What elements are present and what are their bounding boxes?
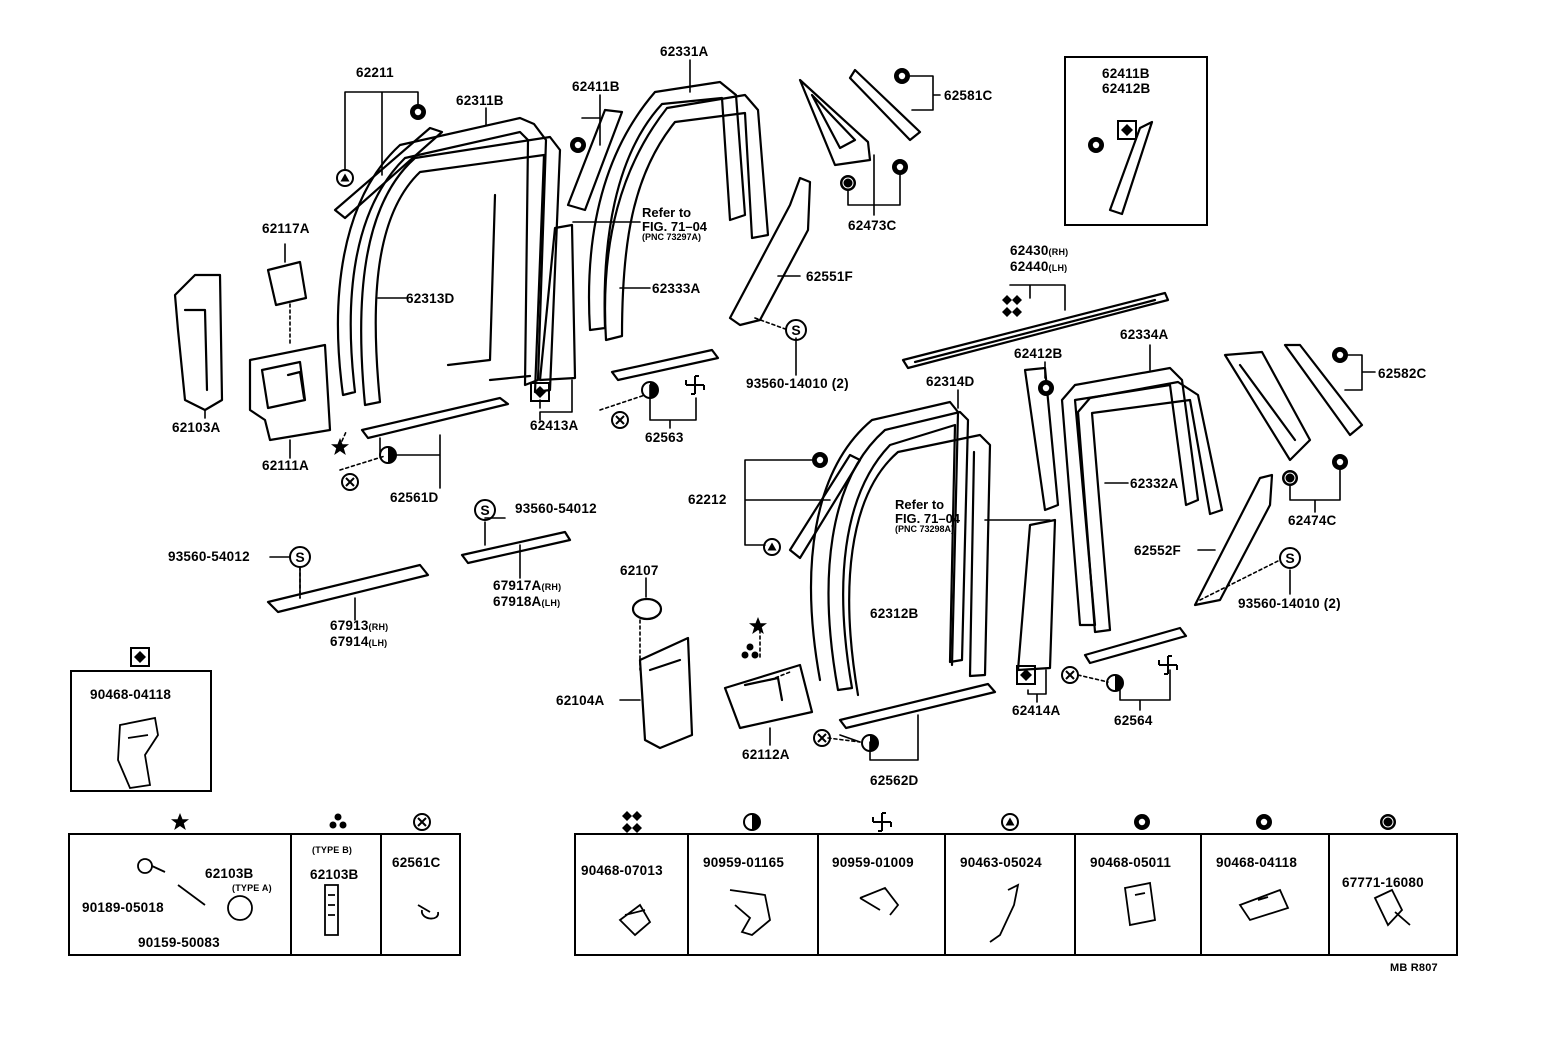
label-62334A: 62334A <box>1120 327 1169 342</box>
label-62564: 62564 <box>1114 713 1153 728</box>
legend-star-type-a: (TYPE A) <box>232 883 272 893</box>
legend-star-part-90159: 90159-50083 <box>138 935 220 950</box>
legend-type-b-note: (TYPE B) <box>312 845 353 855</box>
label-62103A: 62103A <box>172 420 221 435</box>
label-93560-54012-b: 93560-54012 <box>168 549 250 564</box>
label-62311B: 62311B <box>456 93 504 108</box>
label-62563: 62563 <box>645 430 684 445</box>
legend-star-part-90189: 90189-05018 <box>82 900 164 915</box>
label-62313D: 62313D <box>406 291 455 306</box>
legend-part-90468-07013: 90468-07013 <box>581 863 663 878</box>
label-62312B: 62312B <box>870 606 919 621</box>
label-93560-14010-b: 93560-14010 (2) <box>1238 596 1341 611</box>
label-62107: 62107 <box>620 563 659 578</box>
label-67913: 67913(RH) <box>330 618 389 633</box>
legend-part-90468-04118: 90468-04118 <box>1216 855 1298 870</box>
legend-box-diamond-fastener <box>70 670 212 792</box>
inset-label-62411B: 62411B <box>1102 66 1150 81</box>
legend-box-right-group <box>574 833 1458 956</box>
legend-divider <box>817 833 819 956</box>
legend-part-67771-16080: 67771-16080 <box>1342 875 1424 890</box>
legend-x-part: 62561C <box>392 855 441 870</box>
label-62112A: 62112A <box>742 747 790 762</box>
label-62440: 62440(LH) <box>1010 259 1068 274</box>
reference-note-73297A: Refer to FIG. 71–04 (PNC 73297A) <box>642 205 708 243</box>
legend-type-b-part: 62103B <box>310 867 359 882</box>
label-62414A: 62414A <box>1012 703 1061 718</box>
legend-diamond-part: 90468-04118 <box>90 687 172 702</box>
label-67914: 67914(LH) <box>330 634 388 649</box>
label-62333A: 62333A <box>652 281 701 296</box>
label-62582C: 62582C <box>1378 366 1427 381</box>
legend-divider <box>1074 833 1076 956</box>
label-62117A: 62117A <box>262 221 310 236</box>
reference-note-73298A: Refer to FIG. 71–04 (PNC 73298A) <box>895 497 961 535</box>
label-93560-14010-a: 93560-14010 (2) <box>746 376 849 391</box>
label-67917A: 67917A(RH) <box>493 578 562 593</box>
label-93560-54012-a: 93560-54012 <box>515 501 597 516</box>
label-62552F: 62552F <box>1134 543 1181 558</box>
legend-divider <box>290 833 292 956</box>
label-62212: 62212 <box>688 492 727 507</box>
legend-part-90463-05024: 90463-05024 <box>960 855 1042 870</box>
label-62430: 62430(RH) <box>1010 243 1069 258</box>
legend-part-90468-05011: 90468-05011 <box>1090 855 1172 870</box>
legend-part-90959-01165: 90959-01165 <box>703 855 785 870</box>
label-62314D: 62314D <box>926 374 975 389</box>
inset-label-62412B: 62412B <box>1102 81 1151 96</box>
label-62473C: 62473C <box>848 218 897 233</box>
label-62551F: 62551F <box>806 269 853 284</box>
inset-box <box>1064 56 1208 226</box>
legend-star-part-62103B: 62103B <box>205 866 254 881</box>
label-62562D: 62562D <box>870 773 919 788</box>
label-62111A: 62111A <box>262 458 309 473</box>
label-62413A: 62413A <box>530 418 579 433</box>
label-62581C: 62581C <box>944 88 993 103</box>
label-62331A: 62331A <box>660 44 709 59</box>
legend-box-left-group <box>68 833 461 956</box>
legend-divider <box>1328 833 1330 956</box>
legend-divider <box>687 833 689 956</box>
legend-divider <box>380 833 382 956</box>
label-62332A: 62332A <box>1130 476 1179 491</box>
label-62474C: 62474C <box>1288 513 1337 528</box>
legend-part-90959-01009: 90959-01009 <box>832 855 914 870</box>
label-62411B: 62411B <box>572 79 620 94</box>
legend-divider <box>1200 833 1202 956</box>
label-62561D: 62561D <box>390 490 439 505</box>
label-62412B: 62412B <box>1014 346 1063 361</box>
label-62104A: 62104A <box>556 693 605 708</box>
label-67918A: 67918A(LH) <box>493 594 561 609</box>
illustration-code: MB R807 <box>1390 962 1438 974</box>
legend-divider <box>944 833 946 956</box>
label-62211: 62211 <box>356 65 394 80</box>
